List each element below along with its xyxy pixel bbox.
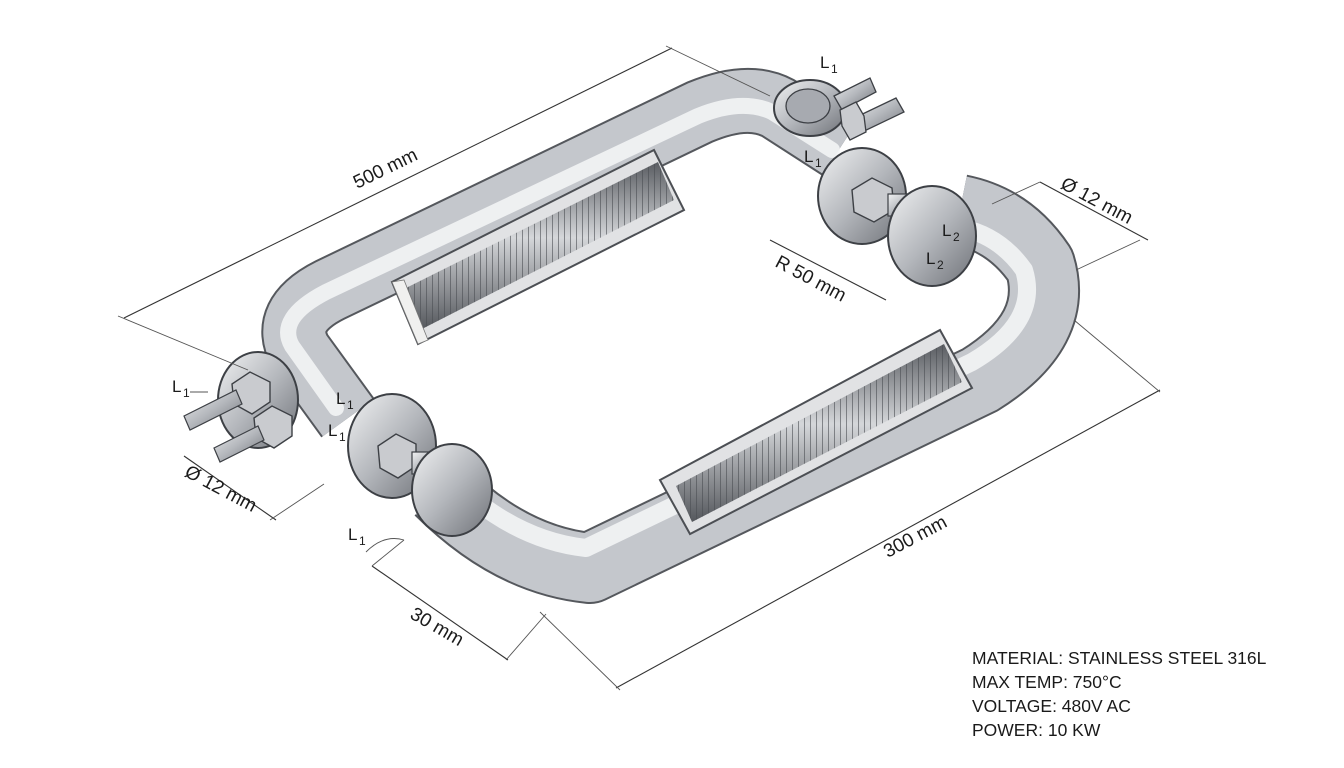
cutaway-upper: [390, 148, 686, 346]
svg-text:L: L: [172, 377, 181, 396]
dimension-lines: [117, 45, 1161, 691]
svg-text:1: 1: [347, 398, 354, 412]
fitting-top-right: [817, 147, 977, 287]
hex-nut: [839, 101, 867, 141]
terminal-stud: [213, 425, 265, 463]
terminal-stud: [833, 77, 877, 111]
dim-line-dia-right: [1039, 181, 1149, 241]
dim-diameter-left: Ø 12 mm: [181, 462, 260, 517]
svg-text:2: 2: [937, 258, 944, 272]
heater-tube: [261, 67, 1080, 604]
dim-diameter-right: Ø 12 mm: [1057, 174, 1136, 229]
flange-l2: [887, 185, 977, 287]
fitting-bottom-right: [347, 393, 493, 537]
terminal-stud: [183, 389, 243, 431]
tube-body-lower: [415, 176, 1078, 602]
svg-text:L: L: [328, 421, 337, 440]
svg-text:L: L: [926, 249, 935, 268]
svg-text:L: L: [336, 389, 345, 408]
spec-material: MATERIAL: STAINLESS STEEL 316L: [972, 648, 1267, 668]
spec-voltage: VOLTAGE: 480V AC: [972, 696, 1131, 716]
spec-max-temp: MAX TEMP: 750°C: [972, 672, 1122, 692]
fitting-bottom-left: [183, 351, 299, 463]
svg-text:L: L: [804, 147, 813, 166]
cutaway-lower: [658, 328, 974, 536]
spec-power: POWER: 10 KW: [972, 720, 1101, 740]
flange-l1: [411, 443, 493, 537]
svg-text:1: 1: [339, 430, 346, 444]
dim-bend-radius: R 50 mm: [772, 252, 850, 307]
leader-l1-bottom: [365, 538, 405, 553]
svg-text:L: L: [348, 525, 357, 544]
dim-line-dia-left: [183, 455, 277, 521]
svg-text:1: 1: [183, 386, 190, 400]
dim-line-500: [123, 47, 673, 319]
svg-text:L: L: [942, 221, 951, 240]
dim-line-300: [615, 389, 1161, 689]
svg-text:L: L: [820, 53, 829, 72]
spec-block: MATERIAL: STAINLESS STEEL 316L MAX TEMP:…: [972, 648, 1267, 740]
svg-text:1: 1: [815, 156, 822, 170]
svg-text:1: 1: [359, 534, 366, 548]
fitting-top-left: [773, 77, 905, 141]
dim-length-top: 500 mm: [350, 145, 421, 194]
svg-text:1: 1: [831, 62, 838, 76]
svg-text:2: 2: [953, 230, 960, 244]
tube-highlight-upper: [280, 97, 840, 416]
dim-line-30: [371, 565, 509, 661]
tube-highlight-lower: [439, 219, 1036, 557]
dim-line-radius: [769, 239, 887, 301]
